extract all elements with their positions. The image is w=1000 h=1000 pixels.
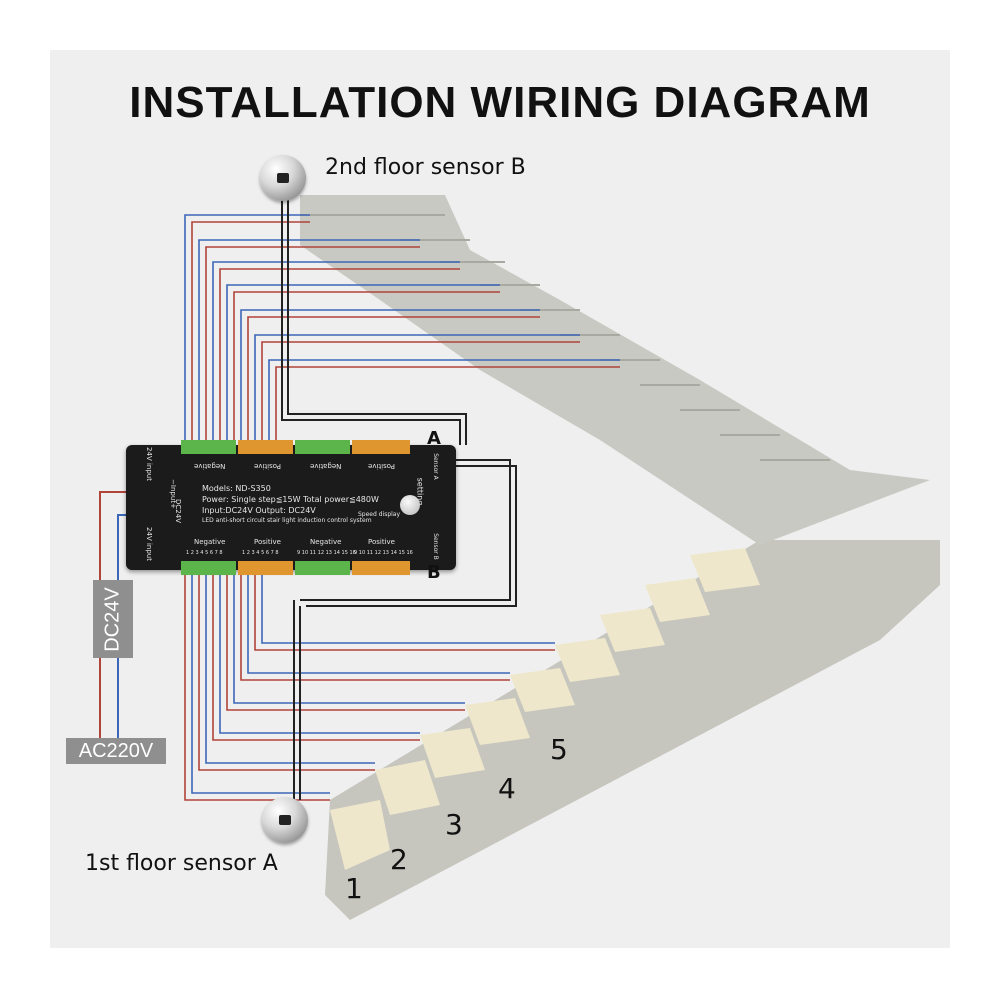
lower-staircase: [325, 540, 940, 920]
upper-wire-blue-4: [226, 284, 500, 440]
page-title: INSTALLATION WIRING DIAGRAM: [129, 78, 871, 127]
step-number-5: 5: [550, 733, 568, 766]
bottom-numbers-3: 9 10 11 12 13 14 15 16: [297, 550, 356, 556]
lower-wire-blue-5: [247, 570, 510, 674]
lower-step-wires: [184, 570, 555, 801]
step-number-3: 3: [445, 808, 463, 841]
top-negative-label-2: Negative: [310, 462, 342, 470]
lower-wire-red-2: [198, 570, 375, 771]
lit-step-1: [330, 800, 390, 870]
setting-knob[interactable]: [400, 495, 420, 515]
lit-step-4: [465, 698, 530, 745]
lit-step-8: [645, 578, 710, 622]
controller-description: LED anti-short circuit stair light induc…: [202, 517, 372, 524]
bottom-numbers-1: 1 2 3 4 5 6 7 8: [186, 550, 223, 556]
bottom-positive-label-2: Positive: [368, 538, 395, 546]
upper-wire-red-4: [233, 291, 500, 440]
terminal-bottom-negative-1: [181, 561, 236, 575]
sensor-b-side-label: Sensor B: [431, 533, 439, 560]
upper-wire-blue-6: [254, 334, 580, 440]
dc24v-tag: DC24V: [93, 580, 133, 658]
sensor-b-label: 2nd floor sensor B: [325, 155, 526, 180]
lower-wire-blue-1: [191, 570, 330, 794]
terminal-top-negative-2: [295, 440, 350, 454]
upper-staircase: [300, 195, 930, 545]
lower-wire-blue-2: [205, 570, 375, 764]
sensor-a-label: 1st floor sensor A: [85, 851, 278, 876]
terminal-bottom-positive-2: [352, 561, 410, 575]
step-number-2: 2: [390, 843, 408, 876]
upper-step-wires: [184, 214, 620, 440]
upper-wire-red-3: [219, 268, 460, 440]
terminal-top-positive-2: [352, 440, 410, 454]
upper-wire-red-2: [205, 246, 420, 440]
upper-wire-blue-7: [268, 359, 620, 440]
lit-step-6: [555, 638, 620, 682]
upper-wire-red-6: [261, 341, 580, 440]
upper-wire-red-5: [247, 316, 540, 440]
lower-wire-blue-4: [233, 570, 465, 704]
dc24v-side-label: DC24V: [173, 499, 182, 523]
sensor-b-icon: [260, 155, 306, 201]
sensor-b-cable-return: [300, 459, 511, 601]
input-top-label: 24V input: [144, 447, 153, 481]
upper-wire-blue-5: [240, 309, 540, 440]
lower-wire-blue-3: [219, 570, 420, 734]
lit-step-3: [420, 728, 485, 778]
upper-wire-red-7: [275, 366, 620, 440]
top-positive-label-2: Positive: [368, 462, 395, 470]
upper-wire-blue-1: [184, 214, 310, 440]
bottom-negative-label: Negative: [194, 538, 226, 546]
sensor-b-cable: [281, 200, 461, 445]
upper-wire-blue-3: [212, 261, 460, 440]
bottom-negative-label-2: Negative: [310, 538, 342, 546]
lower-wire-red-6: [254, 570, 555, 651]
lower-wire-red-5: [240, 570, 510, 681]
sensor-b-cable-2: [287, 200, 467, 445]
bottom-positive-label: Positive: [254, 538, 281, 546]
terminal-top-negative-1: [181, 440, 236, 454]
lower-wire-red-3: [212, 570, 420, 741]
ac220v-tag: AC220V: [66, 738, 166, 764]
terminal-top-positive-1: [238, 440, 293, 454]
bottom-numbers-2: 1 2 3 4 5 6 7 8: [242, 550, 279, 556]
controller-power: Power: Single step≦15W Total power≦480W: [202, 495, 379, 504]
top-positive-label: Positive: [254, 462, 281, 470]
terminal-bottom-negative-2: [295, 561, 350, 575]
sensor-b-cable-return-2: [306, 465, 517, 607]
upper-wire-blue-2: [198, 239, 420, 440]
input-bottom-label: 24V input: [144, 527, 153, 561]
lower-wire-red-4: [226, 570, 465, 711]
upper-wire-red-1: [191, 221, 310, 440]
terminal-bottom-positive-1: [238, 561, 293, 575]
dc24v-text: DC24V: [101, 587, 124, 652]
port-a-label: A: [427, 428, 441, 449]
step-number-1: 1: [345, 872, 363, 905]
lit-steps: [330, 548, 760, 870]
step-number-4: 4: [498, 772, 516, 805]
speed-display-label: Speed display: [358, 511, 401, 518]
lower-wire-blue-6: [261, 570, 555, 644]
controller-io: Input:DC24V Output: DC24V: [202, 506, 316, 515]
lit-step-2: [375, 760, 440, 815]
controller-box: Negative Positive Negative Positive Mode…: [126, 440, 456, 575]
sensor-a-icon: [262, 797, 308, 843]
controller-model: Models: ND-S350: [202, 484, 271, 493]
lit-step-9: [690, 548, 760, 592]
bottom-numbers-4: 9 10 11 12 13 14 15 16: [354, 550, 413, 556]
lit-step-5: [510, 668, 575, 712]
top-negative-label: Negative: [194, 462, 226, 470]
lit-step-7: [600, 608, 665, 652]
sensor-a-side-label: Sensor A: [431, 453, 439, 480]
port-b-label: B: [427, 562, 441, 583]
